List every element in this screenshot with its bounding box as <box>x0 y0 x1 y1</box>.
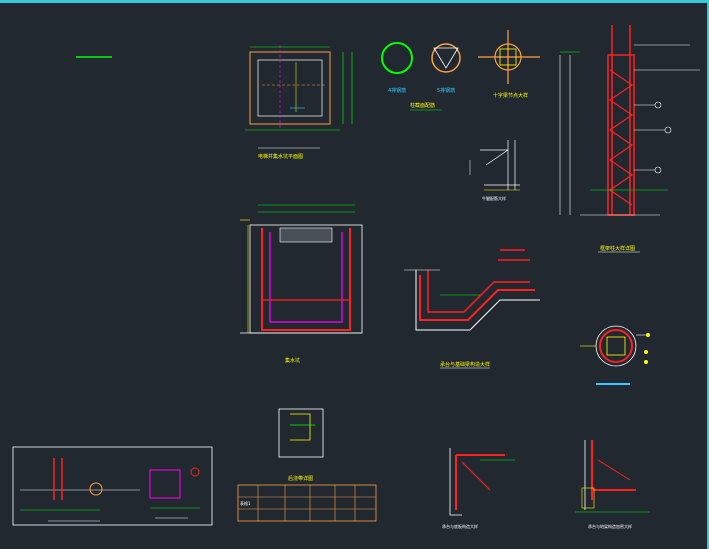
table-header-cell: 表格1 <box>240 500 251 506</box>
column-detail[interactable]: 框架柱大样详图 <box>559 25 700 253</box>
corner-detail-1[interactable]: 承台与底板构造大样 <box>442 448 515 529</box>
rebar-table[interactable]: 表格1 <box>237 484 377 522</box>
legend-left-caption: 4排钢筋 <box>388 87 406 94</box>
canvas-top-border <box>0 0 709 3</box>
small-square-title: 后浇带详图 <box>288 475 313 482</box>
elevator-pit-plan-title: 电梯井集水坑平面图 <box>258 153 303 160</box>
circle-legend[interactable]: 4排钢筋 5排钢筋 柱截面配筋 <box>381 42 461 111</box>
bracket-detail-title: 牛腿配筋大样 <box>482 195 506 201</box>
bottom-left-detail[interactable] <box>12 446 213 526</box>
cross-detail[interactable]: 十字梁节点大样 <box>478 30 540 99</box>
elevator-pit-plan[interactable]: 电梯井集水坑平面图 <box>245 45 353 160</box>
canvas-right-border <box>707 0 709 549</box>
circle-legend-title: 柱截面配筋 <box>410 102 435 109</box>
step-detail[interactable]: 承台与基础梁构造大样 <box>404 249 540 369</box>
corner-detail-2[interactable]: 承台与地梁构造加密大样 <box>575 440 650 529</box>
small-square-detail[interactable]: 后浇带详图 <box>278 408 324 482</box>
sump-pit-title: 集水坑 <box>285 357 300 364</box>
round-pile-detail[interactable] <box>580 325 650 385</box>
legend-right-caption: 5排钢筋 <box>437 87 455 94</box>
sump-pit-section[interactable]: 集水坑 <box>240 204 363 364</box>
cross-detail-title: 十字梁节点大样 <box>493 92 528 99</box>
column-detail-title: 框架柱大样详图 <box>600 245 635 252</box>
corner-detail-2-title: 承台与地梁构造加密大样 <box>588 523 632 529</box>
bracket-detail[interactable]: 牛腿配筋大样 <box>469 140 520 201</box>
corner-detail-1-title: 承台与底板构造大样 <box>442 523 478 529</box>
step-detail-title: 承台与基础梁构造大样 <box>440 361 490 368</box>
